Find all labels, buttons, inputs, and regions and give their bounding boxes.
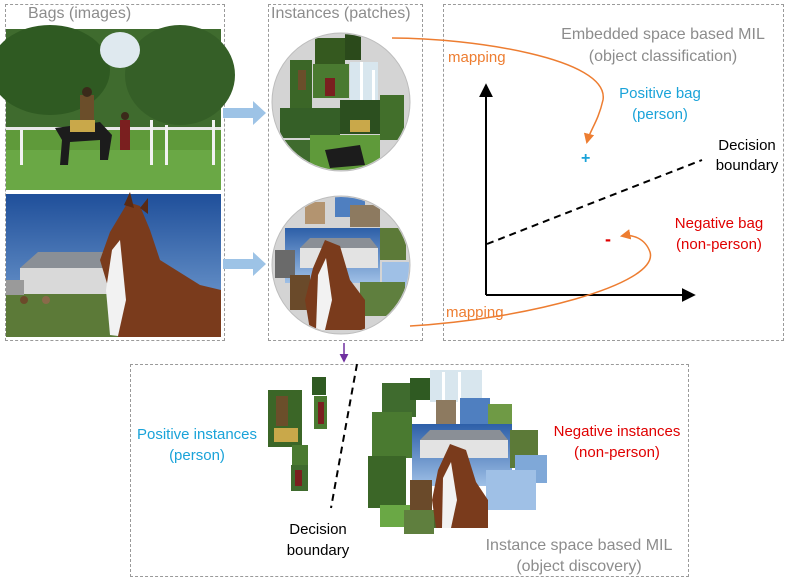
instances-circle-person	[271, 32, 411, 172]
positive-bag-label: Positive bag (person)	[610, 83, 710, 125]
instance-space-panel	[130, 364, 689, 577]
instance-title-line1: Instance space based MIL	[485, 537, 673, 554]
bags-panel-title: Bags (images)	[28, 5, 132, 22]
embedded-decision-boundary	[486, 159, 703, 245]
bag-image-horse	[6, 192, 221, 337]
embedded-boundary-label: Decision boundary	[707, 136, 787, 176]
flow-arrow-top	[223, 101, 266, 125]
instance-decision-boundary	[330, 363, 358, 509]
embedded-title-line2: (object classification)	[588, 48, 738, 65]
embedded-panel-title: Embedded space based MIL (object classif…	[553, 24, 773, 68]
negative-bag-label: Negative bag (non-person)	[664, 213, 774, 255]
positive-instances-line1: Positive instances	[136, 426, 258, 443]
instance-panel-title: Instance space based MIL (object discove…	[474, 535, 684, 577]
mapping-label-bottom: mapping	[446, 304, 504, 321]
negative-instance-cluster	[368, 370, 547, 534]
negative-bag-line1: Negative bag	[674, 215, 764, 232]
positive-bag-marker: +	[581, 150, 591, 167]
negative-bag-marker: -	[605, 229, 611, 249]
instances-circle-horse	[271, 195, 411, 335]
embedded-boundary-line2: boundary	[715, 157, 779, 174]
negative-instances-line1: Negative instances	[553, 423, 681, 440]
positive-bag-line2: (person)	[632, 106, 688, 123]
positive-bag-line1: Positive bag	[619, 85, 701, 102]
bags-panel	[5, 4, 225, 341]
instances-panel	[268, 4, 423, 341]
embedded-title-line1: Embedded space based MIL	[561, 26, 765, 43]
instance-boundary-label: Decision boundary	[276, 519, 360, 561]
negative-instances-label: Negative instances (non-person)	[547, 421, 687, 463]
positive-instance-patches	[268, 377, 327, 491]
instance-boundary-line1: Decision	[289, 521, 347, 538]
bag-image-person	[0, 25, 235, 190]
embedded-space-panel	[443, 4, 784, 341]
negative-instances-line2: (non-person)	[574, 444, 660, 461]
instance-boundary-line2: boundary	[286, 542, 350, 559]
positive-instances-label: Positive instances (person)	[130, 424, 264, 466]
mapping-arrow-top	[391, 37, 604, 145]
positive-instances-line2: (person)	[169, 447, 225, 464]
mapping-label-top: mapping	[448, 49, 506, 66]
mapping-arrow-bottom	[409, 229, 651, 327]
flow-arrow-bottom	[223, 252, 266, 276]
instances-panel-title: Instances (patches)	[271, 5, 411, 22]
instance-title-line2: (object discovery)	[516, 558, 642, 575]
negative-bag-line2: (non-person)	[676, 236, 762, 253]
embedded-boundary-line1: Decision	[718, 137, 776, 154]
